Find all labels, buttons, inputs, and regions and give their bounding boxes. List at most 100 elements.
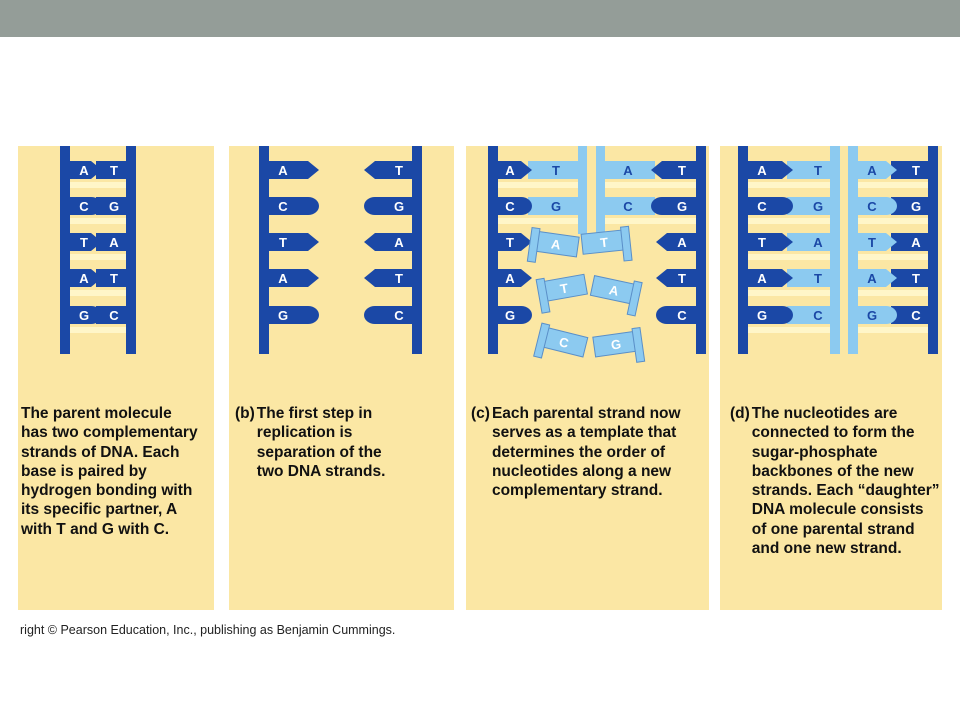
copyright-credit: right © Pearson Education, Inc., publish… [20,623,396,637]
base-label: G [278,308,288,323]
nucleotide-sugar [626,280,643,317]
nucleotide-base [364,161,412,179]
nucleotide-base [748,161,793,179]
nucleotide-base [787,161,830,179]
nucleotide-base [858,269,897,287]
caption-line: with T and G with C. [21,520,170,538]
backbone-left [738,146,748,354]
base-label: A [867,163,877,178]
nucleotide-base [748,269,793,287]
base-label: T [758,235,766,250]
base-label: T [506,235,514,250]
new-backbone-right [596,146,605,234]
nucleotide-base [891,233,928,251]
nucleotide-base [748,233,793,251]
base-label: A [757,271,767,286]
base-label: T [912,163,920,178]
base-label: T [814,163,822,178]
backbone-left [488,146,498,354]
nucleotide-base [70,269,102,287]
caption-c-letter: (c) [471,405,490,422]
caption-line: two DNA strands. [256,462,386,480]
nucleotide-base [787,269,830,287]
free-nucleotide: A [526,226,580,263]
backbone-right [928,146,938,354]
nucleotide-base [364,233,412,251]
base-label: C [677,308,687,323]
rung-bar [858,290,928,296]
base-label: T [110,271,118,286]
caption-line: has two complementary [21,424,198,442]
base-label: A [867,271,877,286]
base-label: G [394,199,404,214]
base-label: C [278,199,288,214]
nucleotide-base [891,306,928,324]
base-label: G [867,308,877,323]
base-label: T [395,163,403,178]
base-label: G [505,308,515,323]
base-label: T [912,271,920,286]
nucleotide-base [528,161,578,179]
caption-line: separation of the [256,443,382,461]
nucleotide-base [269,306,319,324]
rung-bar [748,290,830,296]
base-label: T [559,280,569,296]
base-label: A [79,271,89,286]
nucleotide-base [858,306,897,324]
caption-line: strands. Each “daughter” [751,482,940,500]
backbone-right [126,146,136,354]
nucleotide-base [498,161,532,179]
nucleotide-base [858,233,897,251]
caption-line: connected to form the [751,424,915,442]
free-nucleotide: G [592,326,646,363]
caption-line: complementary strand. [491,482,663,500]
base-label: A [79,163,89,178]
base-label: C [911,308,921,323]
base-label: T [279,235,287,250]
nucleotide-base [498,197,532,215]
nucleotide-base [96,306,126,324]
base-label: C [757,199,767,214]
base-label: A [911,235,921,250]
caption-line: strands of DNA. Each [21,443,180,461]
backbone-left [848,146,858,354]
nucleotide-base [748,197,793,215]
free-nucleotide: A [589,275,643,317]
nucleotide-base [787,233,830,251]
nucleotide-base [269,197,319,215]
base-label: A [608,282,621,299]
nucleotide-base [787,306,830,324]
nucleotide-base [651,161,696,179]
nucleotide-base [498,306,532,324]
base-label: G [610,336,622,352]
base-label: A [278,163,288,178]
base-label: A [109,235,119,250]
base-label: T [552,163,560,178]
nucleotide-base [70,161,102,179]
base-label: T [814,271,822,286]
nucleotide-base [498,269,532,287]
free-nucleotide: C [533,322,589,359]
free-nucleotide: T [535,273,588,314]
rung-bar [498,218,578,224]
rung-bar [498,182,578,188]
base-label: G [813,199,823,214]
free-nucleotide: T [580,225,633,262]
rung-bar [858,218,928,224]
nucleotide-base [891,197,928,215]
base-label: G [109,199,119,214]
caption-line: hydrogen bonding with [21,482,193,500]
caption-line: Each parental strand now [491,405,681,422]
base-label: G [911,199,921,214]
base-label: G [677,199,687,214]
nucleotide-base [269,233,319,251]
base-label: A [505,271,515,286]
base-label: A [757,163,767,178]
nucleotide-base [498,233,532,251]
base-label: A [278,271,288,286]
base-label: A [677,235,687,250]
